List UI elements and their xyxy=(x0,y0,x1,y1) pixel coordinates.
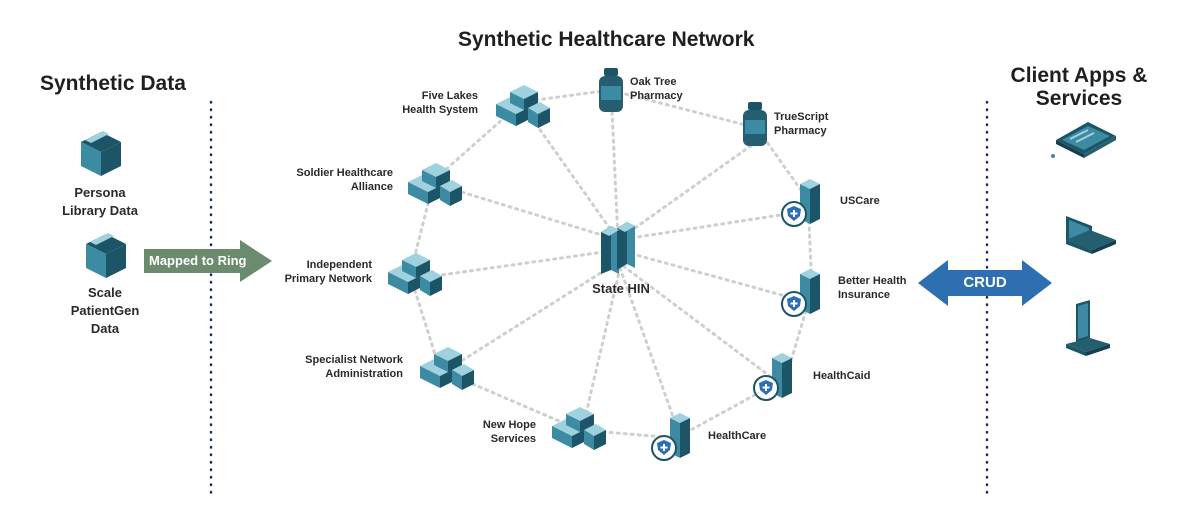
better-health-line2: Insurance xyxy=(838,289,890,301)
five-lakes-line1: Five Lakes xyxy=(421,90,478,102)
healthcaid-insurance-icon xyxy=(753,353,792,401)
better-health-insurance-icon xyxy=(781,269,820,317)
spoke-specialist xyxy=(453,260,620,367)
persona-library-label: Persona Library Data xyxy=(50,184,150,220)
better-health-line1: Better Health xyxy=(838,275,907,287)
patientgen-line3: Data xyxy=(90,321,120,336)
new-hope-label: New Hope Services xyxy=(456,418,536,446)
synthetic-data-title: Synthetic Data xyxy=(40,72,186,95)
uscare-insurance-icon xyxy=(781,179,820,227)
truescript-line2: Pharmacy xyxy=(774,125,827,137)
crud-label: CRUD xyxy=(963,274,1007,291)
soldier-line1: Soldier Healthcare xyxy=(296,167,393,179)
client-apps-title-line2: Services xyxy=(1035,87,1123,110)
spoke-healthcaid xyxy=(616,260,777,382)
healthcare-label: HealthCare xyxy=(708,430,767,442)
phone-icon xyxy=(1066,300,1110,356)
spoke-truescript xyxy=(616,143,754,242)
spoke-new-hope xyxy=(583,266,622,420)
uscare-label: USCare xyxy=(840,195,880,207)
new-hope-line1: New Hope xyxy=(482,419,536,431)
state-hin-building-icon xyxy=(601,222,635,274)
healthcaid-label: HealthCaid xyxy=(813,370,871,382)
truescript-line1: TrueScript xyxy=(774,111,829,123)
spoke-uscare xyxy=(616,210,802,242)
independent-building-icon xyxy=(388,253,442,296)
folder-icon xyxy=(86,233,126,278)
spoke-better-health xyxy=(616,248,802,302)
specialist-line2: Administration xyxy=(325,368,403,380)
independent-line1: Independent xyxy=(306,259,372,271)
specialist-building-icon xyxy=(420,347,474,390)
truescript-label: TrueScript Pharmacy xyxy=(774,110,854,138)
spoke-soldier xyxy=(453,188,620,242)
client-apps-title-line1: Client Apps & xyxy=(1010,64,1148,87)
spoke-oak-tree xyxy=(610,108,620,242)
spoke-independent xyxy=(418,248,620,280)
soldier-label: Soldier Healthcare Alliance xyxy=(270,166,393,194)
persona-line1: Persona xyxy=(74,185,126,200)
independent-line2: Primary Network xyxy=(284,273,372,285)
independent-label: Independent Primary Network xyxy=(262,258,372,286)
network-title: Synthetic Healthcare Network xyxy=(458,28,755,51)
patientgen-label: Scale PatientGen Data xyxy=(55,284,155,338)
truescript-pharmacy-icon xyxy=(743,102,767,146)
patientgen-line2: PatientGen xyxy=(70,303,140,318)
mapped-to-ring-arrow xyxy=(144,240,272,282)
spoke-healthcare xyxy=(618,266,678,427)
oak-tree-label: Oak Tree Pharmacy xyxy=(630,75,710,103)
state-hin-label: State HIN xyxy=(592,281,650,296)
oak-tree-line1: Oak Tree xyxy=(630,76,677,88)
spoke-five-lakes xyxy=(524,108,620,242)
persona-line2: Library Data xyxy=(62,203,138,218)
new-hope-line2: Services xyxy=(490,433,536,445)
soldier-building-icon xyxy=(408,163,462,206)
oak-tree-pharmacy-icon xyxy=(599,68,623,112)
new-hope-building-icon xyxy=(552,407,606,450)
five-lakes-building-icon xyxy=(496,85,550,128)
tablet-icon xyxy=(1051,122,1116,158)
oak-tree-line2: Pharmacy xyxy=(630,90,683,102)
five-lakes-line2: Health System xyxy=(402,104,478,116)
soldier-line2: Alliance xyxy=(350,181,393,193)
five-lakes-label: Five Lakes Health System xyxy=(378,89,478,117)
specialist-line1: Specialist Network xyxy=(305,354,403,366)
laptop-icon xyxy=(1066,216,1116,254)
folder-icon xyxy=(81,131,121,176)
client-apps-title: Client Apps & Services xyxy=(1004,64,1154,110)
healthcare-insurance-icon xyxy=(651,413,690,461)
crud-arrow xyxy=(918,260,1052,306)
patientgen-line1: Scale xyxy=(88,285,122,300)
mapped-to-ring-label: Mapped to Ring xyxy=(149,253,247,268)
better-health-label: Better Health Insurance xyxy=(838,274,928,302)
specialist-label: Specialist Network Administration xyxy=(285,353,403,381)
